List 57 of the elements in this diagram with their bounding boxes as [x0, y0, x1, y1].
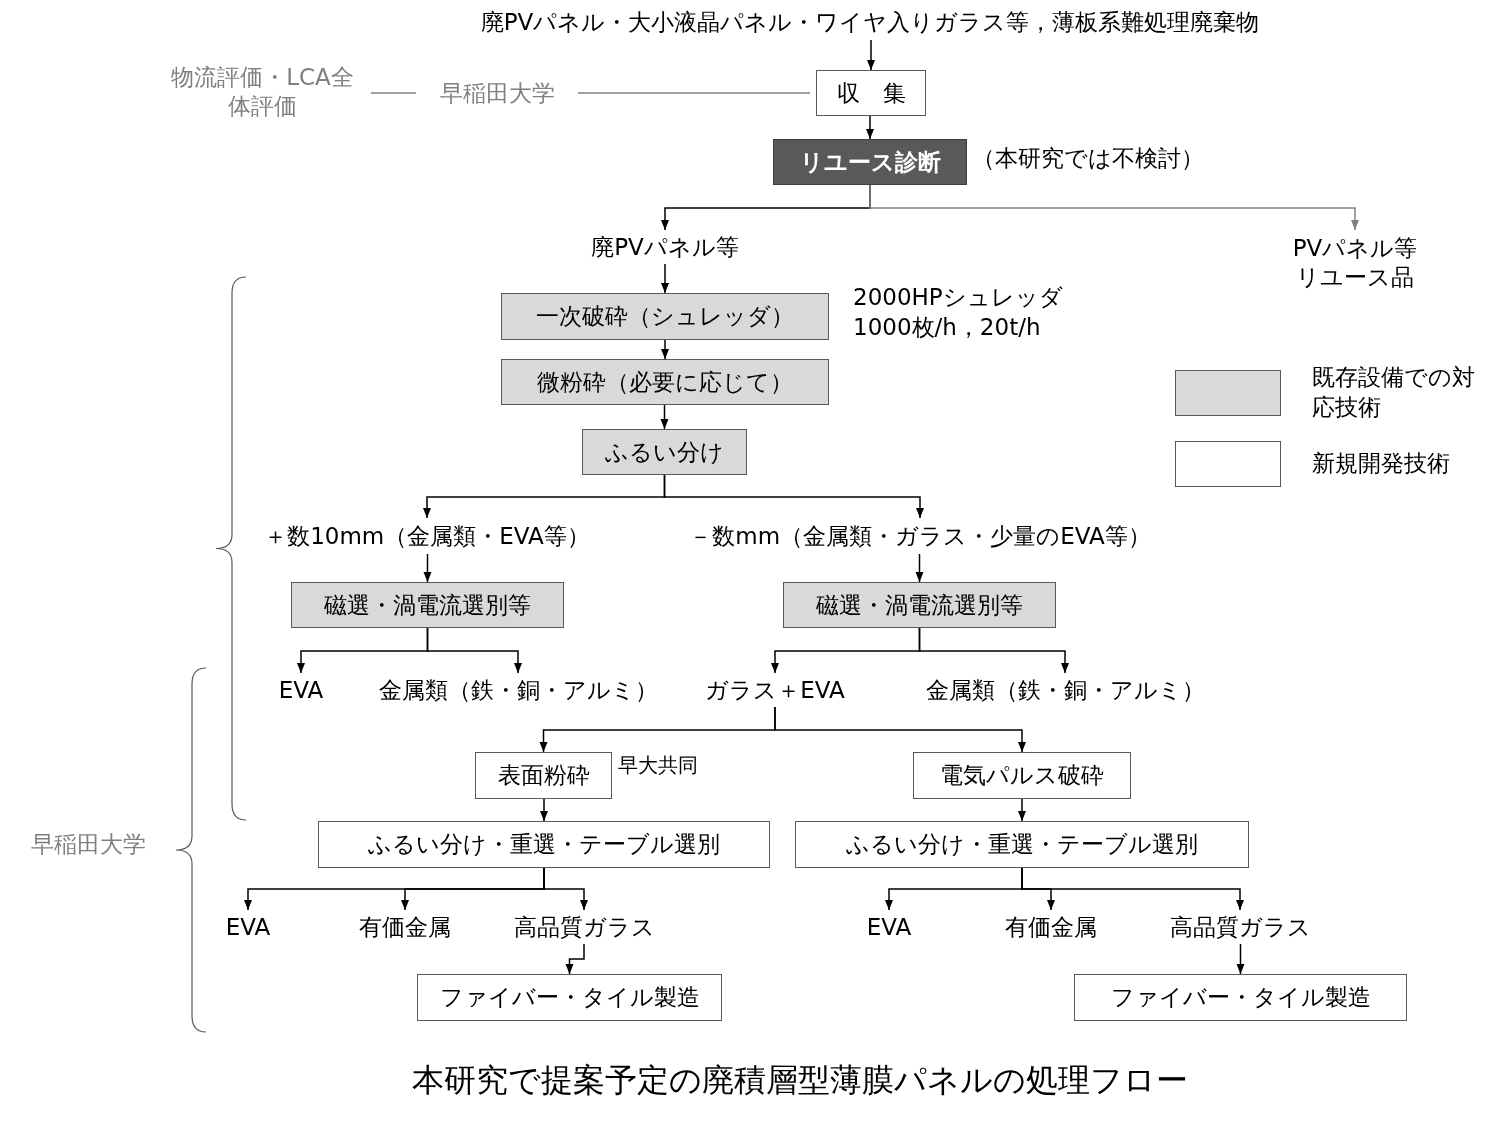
process-box: 一次破砕（シュレッダ）: [501, 293, 829, 340]
arrow: [565, 943, 585, 975]
process-box: 磁選・渦電流選別等: [291, 582, 564, 628]
process-box: リユース診断: [773, 139, 967, 185]
process-box: ファイバー・タイル製造: [1074, 974, 1407, 1021]
note-text: 2000HPシュレッダ 1000枚/h，20t/h: [853, 283, 1064, 342]
arrow: [660, 404, 669, 430]
flow-text: 金属類（鉄・銅・アルミ）: [345, 673, 691, 707]
process-box: ファイバー・タイル製造: [417, 974, 722, 1021]
flow-text: EVA: [266, 673, 336, 707]
flow-text: 廃PVパネル・大小液晶パネル・ワイヤ入りガラス等，薄板系難処理廃棄物: [380, 4, 1360, 40]
arrow: [1021, 867, 1244, 911]
flow-text: 有価金属: [340, 910, 470, 944]
arrow: [663, 474, 924, 519]
group-label: 早稲田大学: [29, 830, 147, 859]
arrow: [1018, 798, 1026, 822]
note-text: 早大共同: [618, 752, 699, 778]
process-box: ふるい分け・重選・テーブル選別: [318, 821, 770, 868]
process-box: 収 集: [816, 70, 926, 116]
arrow: [866, 115, 874, 140]
flow-text: EVA: [208, 910, 288, 944]
note-text: （本研究では不検討）: [972, 144, 1205, 173]
flow-text: 物流評価・LCA全体評価: [160, 58, 365, 126]
flow-text: 有価金属: [986, 910, 1116, 944]
flow-text: 早稲田大学: [422, 76, 572, 110]
flow-text: PVパネル等リユース品: [1284, 230, 1426, 296]
process-box: ふるい分け・重選・テーブル選別: [795, 821, 1249, 868]
connector-line: [577, 92, 811, 94]
arrow: [661, 263, 669, 294]
legend-label: 既存設備での対応技術: [1312, 363, 1476, 422]
arrow: [661, 339, 669, 360]
process-box: ふるい分け: [582, 429, 747, 475]
arrow: [1236, 943, 1245, 975]
flow-text: ガラス＋EVA: [688, 673, 862, 707]
arrow: [915, 553, 924, 583]
process-box: 表面粉砕: [475, 752, 612, 799]
caption: 本研究で提案予定の廃積層型薄膜パネルの処理フロー: [411, 1060, 1189, 1101]
flow-text: EVA: [849, 910, 929, 944]
process-box: 磁選・渦電流選別等: [783, 582, 1056, 628]
arrow: [543, 867, 588, 911]
process-box: 微粉砕（必要に応じて）: [501, 359, 829, 405]
flow-text: 高品質ガラス: [1150, 910, 1330, 944]
arrow: [540, 798, 548, 822]
arrow: [869, 184, 1359, 231]
arrow: [867, 39, 875, 71]
flow-text: ＋数10mm（金属類・EVA等）: [232, 518, 622, 554]
process-box: 電気パルス破砕: [913, 752, 1131, 799]
arrow: [423, 553, 432, 583]
arrow: [918, 627, 1069, 674]
legend-label: 新規開発技術: [1312, 449, 1451, 479]
arrow: [426, 627, 522, 674]
arrow: [774, 706, 1026, 753]
connector-line: [370, 92, 417, 94]
flow-text: 高品質ガラス: [494, 910, 674, 944]
flow-text: －数mm（金属類・ガラス・少量のEVA等）: [640, 518, 1200, 554]
flow-text: 金属類（鉄・銅・アルミ）: [892, 673, 1238, 707]
flow-text: 廃PVパネル等: [565, 230, 765, 264]
